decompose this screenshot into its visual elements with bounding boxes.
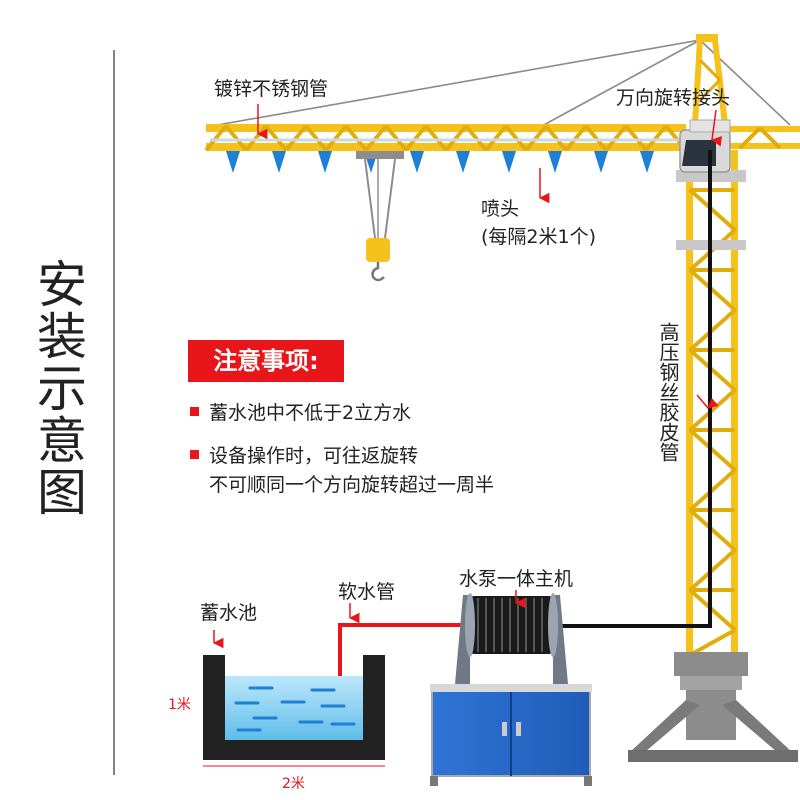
nozzles	[226, 151, 654, 173]
crane-cabin	[680, 120, 730, 172]
page-title: 安装示意图	[30, 258, 90, 518]
bullet-icon	[190, 450, 199, 459]
label-reservoir: 蓄水池	[200, 604, 257, 623]
label-soft-pipe: 软水管	[338, 583, 395, 602]
label-depth: 1米	[168, 694, 191, 714]
notes-title: 注意事项:	[188, 340, 344, 382]
label-swivel-joint: 万向旋转接头	[616, 89, 730, 108]
note-text: 蓄水池中不低于2立方水	[209, 402, 411, 424]
label-galvanized-pipe: 镀锌不锈钢管	[214, 80, 328, 99]
label-pump-unit: 水泵一体主机	[459, 570, 573, 589]
note-text-continued: 不可顺同一个方向旋转超过一周半	[190, 471, 494, 500]
reservoir	[203, 655, 385, 760]
soft-pipe	[340, 625, 470, 676]
pump-unit	[430, 593, 592, 786]
label-width: 2米	[282, 773, 305, 793]
crane-base	[628, 652, 798, 762]
label-hose: 高压钢丝胶皮管	[656, 322, 682, 462]
note-text: 设备操作时，可往返旋转	[209, 445, 418, 467]
note-item: 蓄水池中不低于2立方水	[190, 399, 411, 428]
label-nozzle: 喷头	[481, 200, 519, 219]
note-item: 设备操作时，可往返旋转 不可顺同一个方向旋转超过一周半	[190, 442, 494, 500]
crane-hook	[356, 151, 404, 280]
bullet-icon	[190, 407, 199, 416]
label-nozzle-spacing: (每隔2米1个)	[481, 228, 596, 247]
